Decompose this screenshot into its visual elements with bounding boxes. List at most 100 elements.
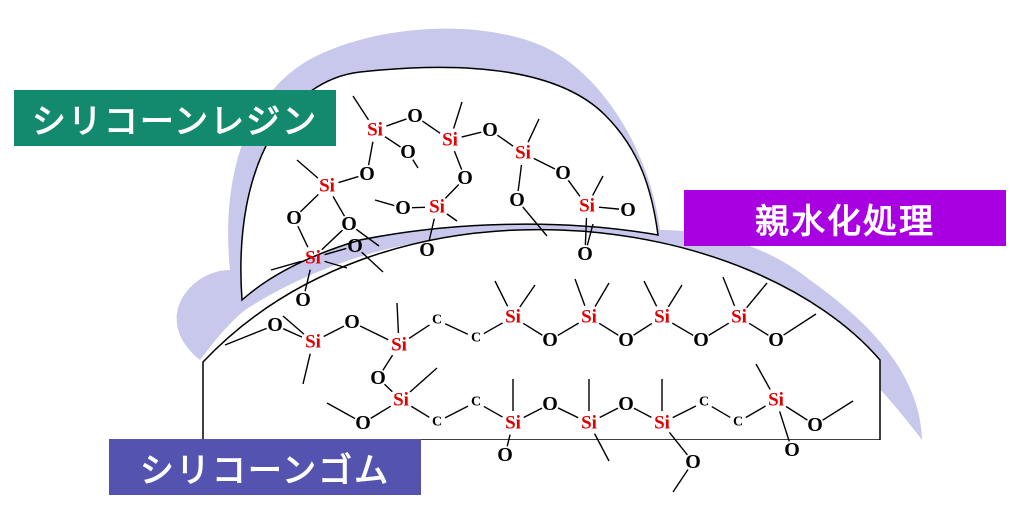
methyl-s4	[296, 159, 319, 179]
methyl-s12	[667, 284, 683, 308]
bond-s1-o2	[384, 136, 401, 148]
silicon-atom-s7: Si	[305, 248, 321, 269]
bond-o22-s14	[384, 383, 393, 393]
methyl-o16	[224, 327, 267, 346]
bond-s14-c3	[410, 405, 430, 418]
methyl-s10	[519, 284, 536, 308]
bond-s9-c1	[408, 324, 430, 339]
methyl-s7	[324, 260, 348, 269]
bond-o24-s16	[557, 407, 579, 419]
bond-o4-s3	[496, 134, 514, 147]
methyl-s5	[446, 213, 458, 222]
oxygen-atom-o28: O	[685, 451, 701, 473]
methyl-s9	[396, 302, 400, 334]
oxygen-atom-o14: O	[577, 243, 593, 265]
bond-o25-s17	[633, 407, 652, 419]
carbon-atom-c4: C	[471, 395, 481, 410]
methyl-s12	[643, 280, 658, 307]
methyl-o26	[822, 400, 854, 421]
silicon-atom-s6: Si	[579, 196, 595, 217]
oxygen-atom-o1: O	[407, 105, 423, 127]
silicon-atom-s18: Si	[768, 390, 784, 411]
bond-s11-o19	[598, 322, 619, 336]
bond-s9-o22	[382, 354, 394, 371]
silicon-atom-s9: Si	[391, 335, 407, 356]
methyl-s6	[592, 175, 604, 196]
bond-c2-s10	[483, 322, 503, 335]
methyl-s1	[352, 95, 370, 121]
oxygen-atom-o17: O	[344, 311, 360, 333]
oxygen-atom-o2: O	[400, 141, 416, 163]
bond-o17-s9	[359, 325, 389, 341]
bond-o10-s7	[297, 225, 309, 248]
methyl-s7	[270, 260, 302, 271]
oxygen-atom-o23: O	[355, 412, 371, 434]
oxygen-atom-o18: O	[542, 329, 558, 351]
bond-s6-o14	[584, 217, 588, 246]
bond-s17-c5	[672, 405, 697, 419]
bond-c6-s18	[745, 405, 766, 419]
oxygen-atom-o25: O	[618, 393, 634, 415]
bond-s6-o9	[598, 206, 620, 210]
oxygen-atom-o3: O	[359, 163, 375, 185]
hydrophilic-treatment-label: 親水化処理	[684, 190, 1006, 246]
carbon-atom-c1: C	[432, 313, 442, 328]
bond-o3-s4	[338, 175, 359, 184]
methyl-o2	[412, 159, 419, 169]
methyl-s11	[594, 282, 610, 308]
bond-o1-s2	[422, 120, 441, 134]
bond-o12-s7	[324, 247, 347, 256]
silicon-atom-s5: Si	[429, 197, 445, 218]
bond-s3-o6	[533, 157, 556, 170]
carbon-atom-c5: C	[699, 395, 709, 410]
bond-c1-c2	[444, 323, 469, 335]
bond-s17-o28	[668, 431, 688, 456]
methyl-o8	[374, 199, 395, 207]
bond-s3-o7	[517, 164, 523, 192]
bonds	[224, 95, 854, 493]
oxygen-atom-o13: O	[419, 239, 435, 261]
silicon-atom-s17: Si	[654, 413, 670, 434]
oxygen-atom-o27: O	[497, 444, 513, 466]
bond-s8-o17	[323, 325, 345, 338]
bond-s12-o20	[671, 322, 694, 337]
methyl-s3	[527, 118, 540, 143]
oxygen-atom-o15: O	[295, 289, 311, 311]
oxygen-atom-o11: O	[341, 213, 357, 235]
oxygen-atom-o7: O	[509, 189, 525, 211]
oxygen-atom-o24: O	[542, 393, 558, 415]
methyl-o14	[586, 223, 594, 246]
bond-c5-c6	[711, 405, 731, 419]
methyl-s18	[755, 363, 771, 390]
bond-o18-s11	[557, 322, 580, 337]
bond-s18-o29	[778, 411, 790, 442]
bond-o16-s8	[282, 328, 303, 338]
methyl-s2	[452, 101, 463, 129]
methyl-o23	[326, 402, 356, 420]
carbon-atom-c3: C	[432, 415, 442, 430]
methyl-s10	[494, 280, 509, 307]
bond-o19-s12	[633, 322, 653, 336]
bond-s4-o11	[332, 196, 346, 217]
silicon-atom-s16: Si	[581, 413, 597, 434]
methyl-o12	[361, 251, 384, 273]
oxygen-atom-o4: O	[482, 119, 498, 141]
oxygen-atom-o6: O	[555, 162, 571, 184]
bond-s4-o10	[299, 193, 319, 213]
methyl-s8	[302, 353, 311, 385]
methyl-o7	[522, 206, 548, 237]
oxygen-atom-o12: O	[347, 235, 363, 257]
bond-s15-o24	[523, 407, 543, 419]
bond-s7-o15	[304, 269, 311, 292]
bond-s1-o3	[367, 141, 374, 166]
methyl-s13	[746, 282, 768, 309]
carbon-atom-c2: C	[471, 331, 481, 346]
methyl-s16	[593, 433, 610, 462]
oxygen-atom-o20: O	[693, 329, 709, 351]
silicon-atom-s4: Si	[319, 176, 335, 197]
silicon-atom-s14: Si	[393, 390, 409, 411]
bond-o23-s14	[370, 405, 392, 419]
bond-o6-s6	[567, 179, 581, 197]
silicon-atom-s1: Si	[367, 120, 383, 141]
